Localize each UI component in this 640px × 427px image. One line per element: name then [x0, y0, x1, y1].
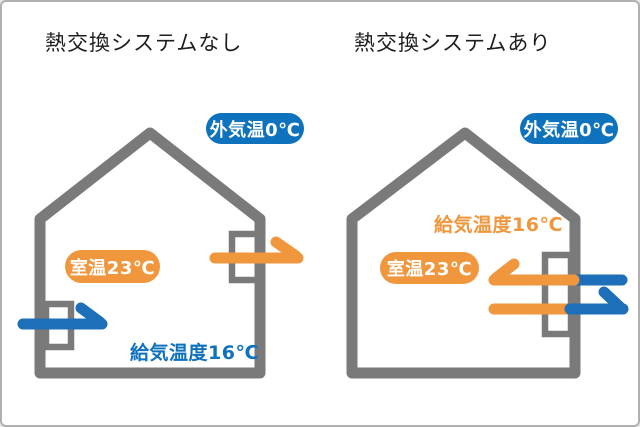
heat-exchanger-vent-right-house [541, 251, 575, 338]
supply-temp-label-right: 給気温度16℃ [434, 214, 563, 236]
panel-title-with-heat-exchange: 熱交換システムあり [354, 31, 552, 55]
cold-air-inflow-arrow-icon [17, 302, 108, 330]
outdoor-temp-badge-right: 外気温0℃ [520, 113, 618, 144]
supply-temp-label-left: 給気温度16℃ [130, 342, 259, 364]
warm-air-outflow-arrow-icon [209, 236, 304, 264]
outdoor-temp-badge-left: 外気温0℃ [206, 113, 304, 144]
heat-exchanged-supply-arrow-icon [488, 258, 628, 286]
room-temp-badge-right: 室温23℃ [380, 252, 479, 284]
house-outline-right [346, 127, 581, 379]
house-outline-left [34, 127, 266, 379]
room-temp-badge-left: 室温23℃ [65, 250, 160, 283]
heat-exchanged-exhaust-arrow-icon [488, 286, 629, 315]
panel-title-without-heat-exchange: 熱交換システムなし [45, 31, 243, 55]
